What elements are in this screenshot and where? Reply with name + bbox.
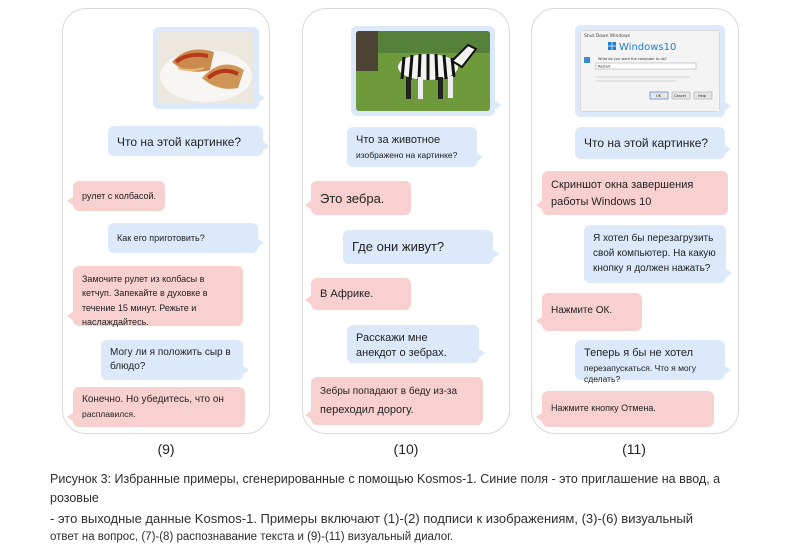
model-message: Нажмите кнопку Отмена.: [536, 391, 714, 427]
caption-line-3: ответ на вопрос, (7)-(8) распознавание т…: [50, 530, 454, 543]
model-message: Это зебра.: [305, 181, 411, 215]
message-text: Могу ли я положить сыр в блюдо?: [110, 347, 231, 372]
model-message: Зебры попадают в беду из-за переходил до…: [305, 377, 483, 425]
dialog-panel-9: Что на этой картинке? рулет с колбасой. …: [62, 8, 270, 434]
message-text: Как его приготовить?: [117, 233, 205, 243]
message-text: Расскажи мне анекдот о зебрах.: [356, 332, 447, 359]
message-text: Что за животное: [356, 134, 441, 146]
dialog-panel-10: Что за животное изображено на картинке? …: [302, 8, 510, 434]
message-text: В Африке.: [320, 288, 374, 300]
windows-logo-text: Windows10: [619, 42, 676, 53]
user-message: Теперь я бы не хотел перезапускаться. Чт…: [575, 340, 731, 384]
message-text: Нажмите ОК.: [551, 305, 613, 316]
selected-option: Restart: [598, 65, 611, 69]
model-message: Нажмите ОК.: [536, 293, 642, 331]
user-message: Как его приготовить?: [108, 223, 264, 253]
model-message: Скриншот окна завершения работы Windows …: [536, 171, 728, 215]
message-text: Что на этой картинке?: [584, 136, 709, 150]
caption-line-2: - это выходные данные Kosmos-1. Примеры …: [50, 510, 694, 526]
message-subtext: перезапускаться. Что я могу сделать?: [584, 362, 697, 385]
message-text: рулет с колбасой.: [82, 191, 156, 201]
window-title: Shut Down Windows: [584, 33, 631, 39]
dialog-prompt: What do you want the computer to do?: [598, 57, 667, 61]
input-image-9: [153, 27, 265, 109]
windows-shutdown-dialog-icon: Shut Down Windows Windows10 What do you …: [580, 30, 720, 112]
message-text: Что на этой картинке?: [117, 135, 242, 149]
user-message: Что на этой картинке?: [575, 127, 731, 159]
message-subtext: изображено на картинке?: [356, 149, 458, 160]
user-message: Могу ли я положить сыр в блюдо?: [101, 340, 249, 380]
input-image-11: Shut Down Windows Windows10 What do you …: [575, 25, 731, 117]
model-message: Замочите рулет из колбасы в кетчуп. Запе…: [67, 266, 243, 328]
user-message: Что за животное изображено на картинке?: [347, 127, 483, 167]
message-text: Скриншот окна завершения работы Windows …: [551, 179, 694, 208]
model-message: рулет с колбасой.: [67, 181, 165, 211]
user-message: Что на этой картинке?: [108, 126, 269, 156]
user-message: Где они живут?: [343, 230, 499, 264]
zebra-photo-icon: [356, 31, 490, 111]
message-text: Я хотел бы перезагрузить свой компьютер.…: [593, 233, 716, 274]
dialog-panel-11: Shut Down Windows Windows10 What do you …: [531, 8, 739, 434]
model-message: Конечно. Но убедитесь, что он расплавилс…: [67, 387, 245, 427]
input-image-10: [351, 26, 501, 116]
dialog-cancel-button: Cancel: [674, 94, 686, 98]
message-text: Зебры попадают в беду из-за: [320, 386, 458, 397]
dialog-help-button: Help: [698, 94, 707, 98]
figure-caption: Рисунок 3: Избранные примеры, сгенериров…: [50, 470, 760, 547]
panel-label-9: (9): [157, 441, 175, 457]
panel-label-10: (10): [393, 441, 419, 457]
message-text: Это зебра.: [320, 191, 385, 206]
message-text: Нажмите кнопку Отмена.: [551, 403, 656, 413]
wrap-food-photo-icon: [158, 32, 254, 104]
caption-line-1: Рисунок 3: Избранные примеры, сгенериров…: [50, 472, 721, 506]
user-message: Расскажи мне анекдот о зебрах.: [347, 325, 485, 363]
panel-label-11: (11): [622, 441, 646, 457]
message-subtext: расплавился.: [82, 408, 136, 419]
message-text: Конечно. Но убедитесь, что он: [82, 394, 224, 405]
message-subtext: переходил дорогу.: [320, 403, 414, 416]
message-text: Теперь я бы не хотел: [584, 347, 694, 359]
dialog-ok-button: OK: [656, 94, 662, 98]
model-message: В Африке.: [305, 278, 411, 310]
message-text: Замочите рулет из колбасы в кетчуп. Запе…: [82, 274, 208, 328]
message-text: Где они живут?: [352, 239, 445, 254]
user-message: Я хотел бы перезагрузить свой компьютер.…: [584, 225, 732, 283]
